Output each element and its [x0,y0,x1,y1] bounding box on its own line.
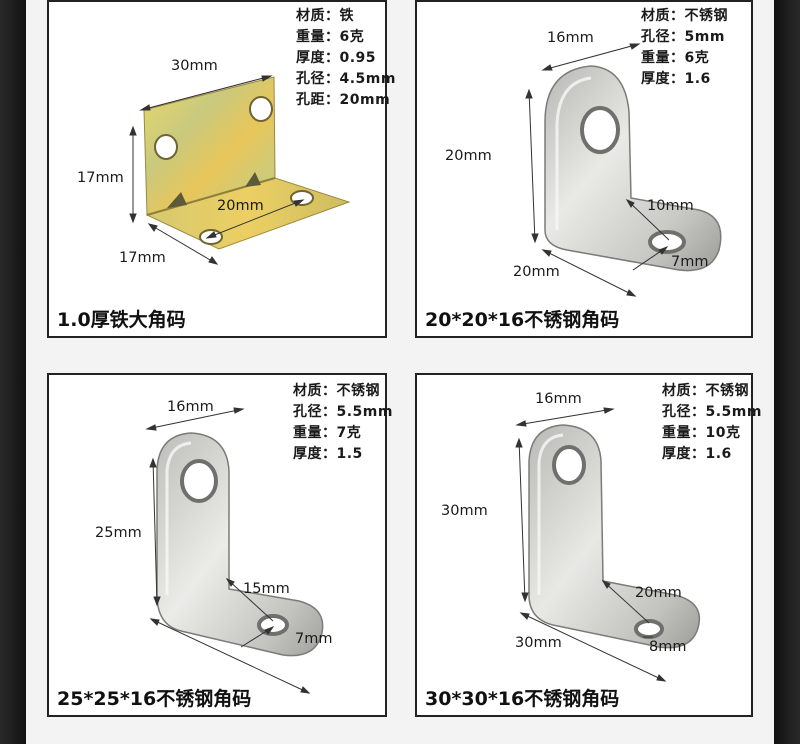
steel-bracket-image [525,43,722,297]
dimension-lines [515,407,667,682]
dimension-lines [129,75,305,265]
spec-row: 孔径：5.5mm [293,404,393,420]
dim-height-label: 17mm [77,170,124,186]
right-dark-strip [774,0,800,744]
spec-row: 材质：不锈钢 [662,383,749,399]
dim-length-label: 20mm [513,264,560,280]
dim-hole-offset-label: 20mm [635,585,682,601]
dim-width-label: 16mm [167,399,214,415]
dim-hole-edge-label: 8mm [649,639,687,655]
spec-row: 材质：铁 [296,8,354,24]
iron-bracket-image [129,75,351,265]
dimension-lines [145,407,311,694]
dim-height-label: 20mm [445,148,492,164]
spec-row: 厚度：1.6 [662,446,732,462]
product-panel-30-30-16: 16mm 30mm 20mm 30mm 8mm 材质：不锈钢 孔径：5.5mm … [415,373,761,717]
dim-height-label: 25mm [95,525,142,541]
spec-list: 材质：不锈钢 孔径：5mm 重量：6克 厚度：1.6 [641,6,728,90]
dim-hole-distance-label: 20mm [217,198,264,214]
dim-hole-offset-label: 10mm [647,198,694,214]
dim-depth-label: 17mm [119,250,166,266]
product-panel-25-25-16: 16mm 25mm 15mm 7mm 材质：不锈钢 孔径：5.5mm 重量：7克… [47,373,392,717]
spec-row: 孔径：4.5mm [296,71,396,87]
spec-row: 重量：6克 [296,29,365,45]
spec-row: 厚度：1.6 [641,71,711,87]
dim-width-label: 16mm [547,30,594,46]
dim-length-label: 30mm [171,58,218,74]
spec-row: 孔径：5mm [641,29,725,45]
dim-hole-offset-label: 15mm [243,581,290,597]
left-dark-strip [0,0,26,744]
dimension-lines [525,43,670,297]
product-panel-iron-bracket: 30mm 17mm 20mm 17mm 材质：铁 重量：6克 厚度：0.95 孔… [47,0,395,338]
spec-row: 孔距：20mm [296,92,391,108]
dim-width-label: 16mm [535,391,582,407]
dim-length-label: 30mm [515,635,562,651]
product-panel-20-20-16: 16mm 20mm 10mm 7mm 20mm 材质：不锈钢 孔径：5mm 重量… [415,0,753,338]
steel-bracket-image [515,407,701,682]
spec-row: 厚度：0.95 [296,50,377,66]
spec-row: 重量：10克 [662,425,741,441]
spec-list: 材质：不锈钢 孔径：5.5mm 重量：10克 厚度：1.6 [662,381,762,465]
spec-row: 重量：6克 [641,50,710,66]
product-caption: 1.0厚铁大角码 [57,309,186,331]
spec-row: 材质：不锈钢 [293,383,380,399]
spec-row: 材质：不锈钢 [641,8,728,24]
dim-height-label: 30mm [441,503,488,519]
spec-row: 孔径：5.5mm [662,404,762,420]
product-caption: 20*20*16不锈钢角码 [425,309,620,331]
dim-hole-edge-label: 7mm [295,631,333,647]
spec-list: 材质：不锈钢 孔径：5.5mm 重量：7克 厚度：1.5 [293,381,393,465]
product-sheet: 30mm 17mm 20mm 17mm 材质：铁 重量：6克 厚度：0.95 孔… [26,0,774,744]
product-caption: 25*25*16不锈钢角码 [57,688,252,710]
dim-hole-edge-label: 7mm [671,254,709,270]
spec-row: 重量：7克 [293,425,362,441]
steel-bracket-image [145,407,324,694]
spec-list: 材质：铁 重量：6克 厚度：0.95 孔径：4.5mm 孔距：20mm [296,6,396,111]
product-caption: 30*30*16不锈钢角码 [425,688,620,710]
spec-row: 厚度：1.5 [293,446,363,462]
